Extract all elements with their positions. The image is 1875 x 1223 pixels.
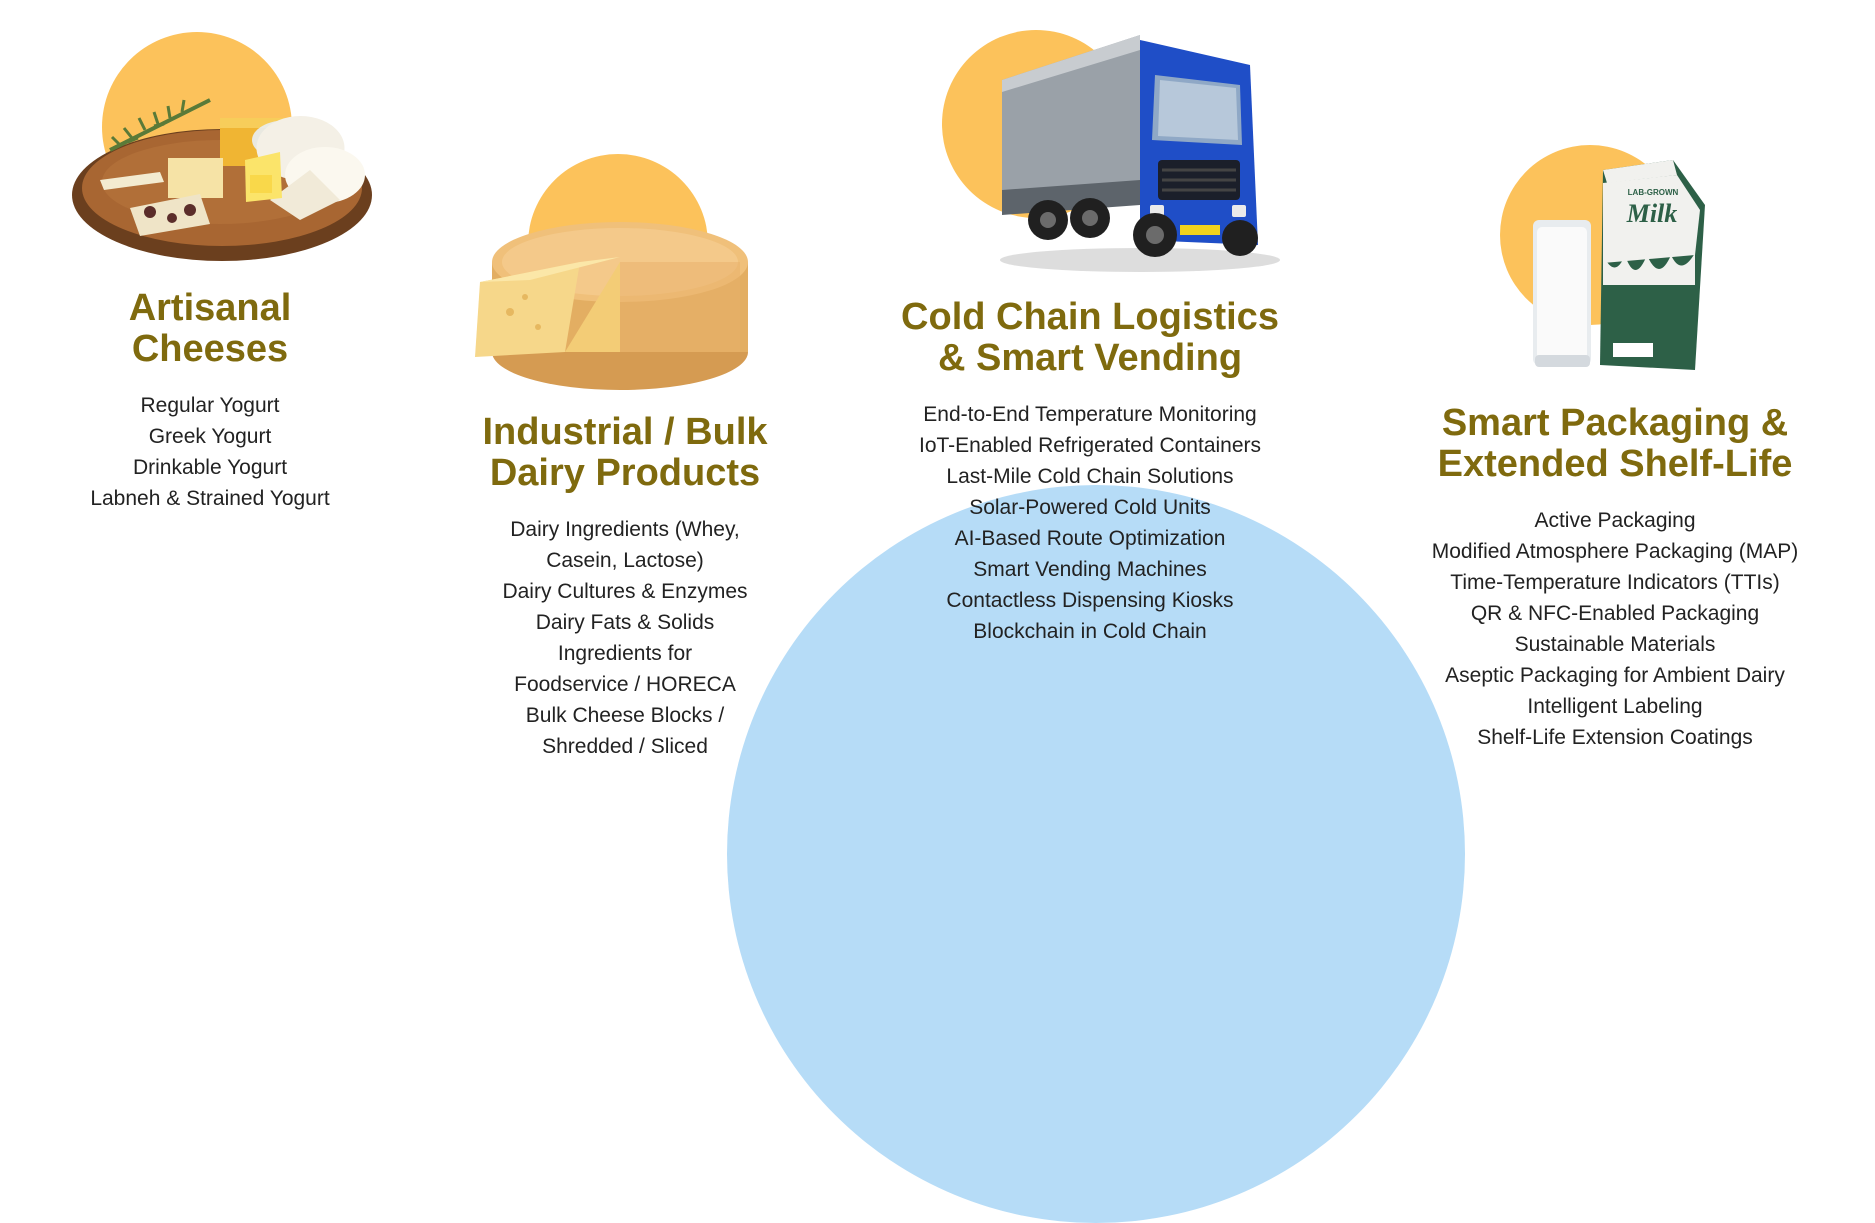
category-industrial-bulk-dairy: Industrial / Bulk Dairy Products Dairy I… [450,412,800,762]
list-item: Intelligent Labeling [1527,695,1703,718]
list-item: Dairy Fats & Solids [535,611,715,634]
list-item: IoT-Enabled Refrigerated Containers [918,434,1262,457]
list-item: Bulk Cheese Blocks / Shredded / Sliced [525,704,725,758]
list-item: Blockchain in Cold Chain [973,620,1207,643]
list-item: Ingredients for Foodservice / HORECA [514,642,736,696]
list-item: Regular Yogurt [140,394,280,417]
list-item: End-to-End Temperature Monitoring [923,403,1257,426]
category-items: End-to-End Temperature Monitoring IoT-En… [880,399,1300,647]
truck-icon [940,30,1280,275]
carton-label-top: LAB-GROWN [1627,188,1679,197]
category-title: Industrial / Bulk Dairy Products [482,411,768,494]
list-item: Dairy Cultures & Enzymes [502,580,748,603]
list-item: Dairy Ingredients (Whey, Casein, Lactose… [510,518,740,572]
cheese-board-icon [70,30,380,270]
list-item: Last-Mile Cold Chain Solutions [946,465,1234,488]
list-item: Aseptic Packaging for Ambient Dairy [1445,664,1785,687]
category-title: Cold Chain Logistics & Smart Vending [901,296,1279,379]
list-item: Shelf-Life Extension Coatings [1477,726,1753,749]
milk-carton-icon: LAB-GROWN Milk [1495,145,1735,375]
list-item: Greek Yogurt [148,425,272,448]
category-items: Regular Yogurt Greek Yogurt Drinkable Yo… [55,390,365,514]
list-item: Sustainable Materials [1514,633,1716,656]
list-item: Drinkable Yogurt [132,456,288,479]
category-items: Dairy Ingredients (Whey, Casein, Lactose… [490,514,760,762]
category-items: Active Packaging Modified Atmosphere Pac… [1395,505,1835,753]
list-item: Active Packaging [1534,509,1696,532]
list-item: Time-Temperature Indicators (TTIs) [1450,571,1780,594]
category-title: Smart Packaging & Extended Shelf-Life [1437,402,1793,485]
list-item: Modified Atmosphere Packaging (MAP) [1431,540,1799,563]
list-item: AI-Based Route Optimization [954,527,1226,550]
category-artisanal-cheeses: Artisanal Cheeses Regular Yogurt Greek Y… [55,288,365,514]
list-item: Contactless Dispensing Kiosks [946,589,1234,612]
list-item: QR & NFC-Enabled Packaging [1470,602,1760,625]
list-item: Solar-Powered Cold Units [969,496,1211,519]
list-item: Labneh & Strained Yogurt [90,487,330,510]
cheese-wheel-icon [470,152,750,392]
carton-label-main: Milk [1626,199,1678,228]
list-item: Smart Vending Machines [973,558,1207,581]
category-cold-chain-logistics: Cold Chain Logistics & Smart Vending End… [880,297,1300,647]
category-title: Artisanal Cheeses [128,287,292,370]
category-smart-packaging: Smart Packaging & Extended Shelf-Life Ac… [1395,403,1835,753]
